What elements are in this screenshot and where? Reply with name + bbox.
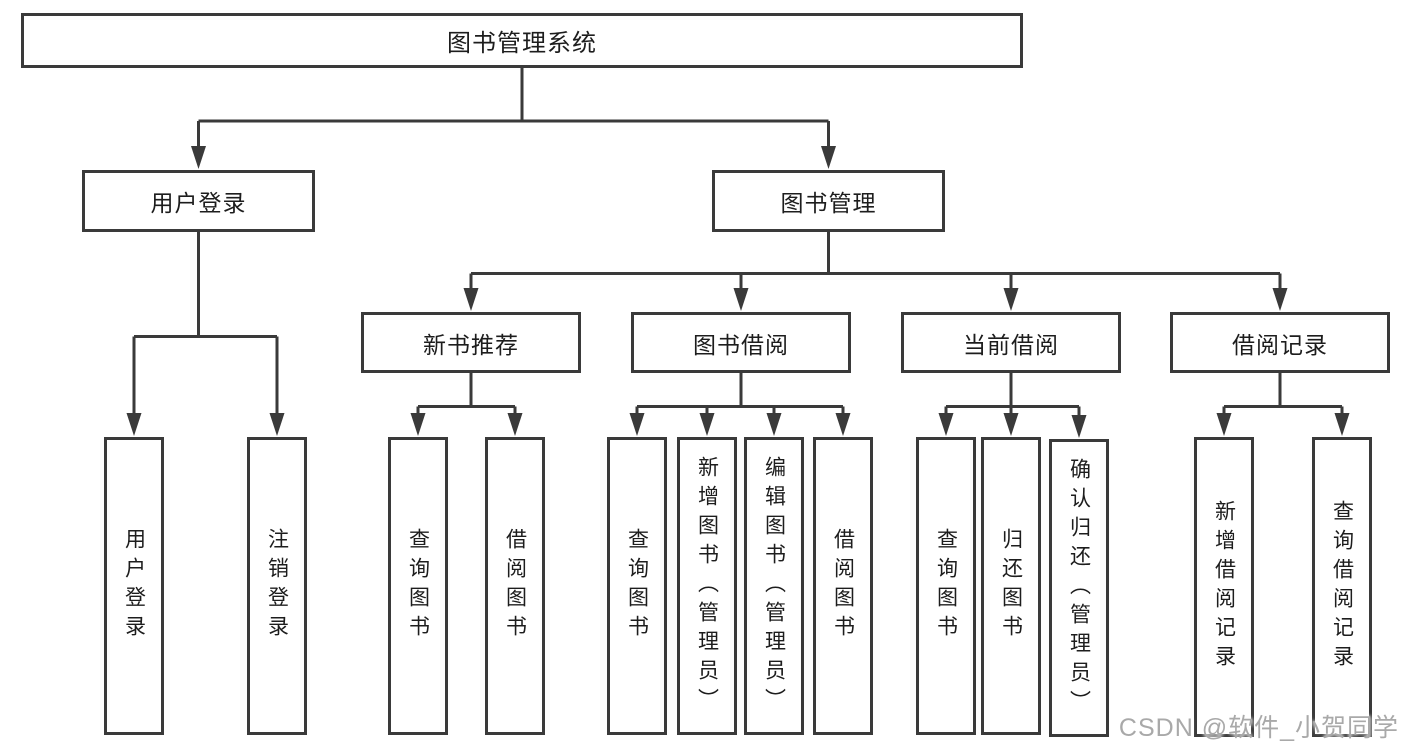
node-root-system: 图书管理系统 [21, 13, 1023, 68]
node-user-login: 用户登录 [82, 170, 315, 232]
leaf-current-query-books: 查询图书 [916, 437, 976, 735]
leaf-add-books-admin: 新增图书（管理员） [677, 437, 737, 735]
leaf-add-borrow-record: 新增借阅记录 [1194, 437, 1254, 737]
node-book-management: 图书管理 [712, 170, 945, 232]
leaf-query-borrow-record: 查询借阅记录 [1312, 437, 1372, 737]
csdn-watermark: CSDN @软件_小贺同学 [1118, 714, 1399, 742]
leaf-user-login: 用户登录 [104, 437, 164, 735]
leaf-recommend-query-books: 查询图书 [388, 437, 448, 735]
node-book-borrow: 图书借阅 [631, 312, 851, 373]
leaf-borrow-query-books: 查询图书 [607, 437, 667, 735]
node-current-borrow: 当前借阅 [901, 312, 1121, 373]
leaf-recommend-borrow-books: 借阅图书 [485, 437, 545, 735]
leaf-return-books: 归还图书 [981, 437, 1041, 735]
leaf-confirm-return-admin: 确认归还（管理员） [1049, 439, 1109, 737]
arrowheads [126, 146, 1350, 438]
leaf-edit-books-admin: 编辑图书（管理员） [744, 437, 804, 735]
leaf-borrow-books: 借阅图书 [813, 437, 873, 735]
node-borrow-records: 借阅记录 [1170, 312, 1390, 373]
leaf-logout: 注销登录 [247, 437, 307, 735]
node-new-book-recommend: 新书推荐 [361, 312, 581, 373]
